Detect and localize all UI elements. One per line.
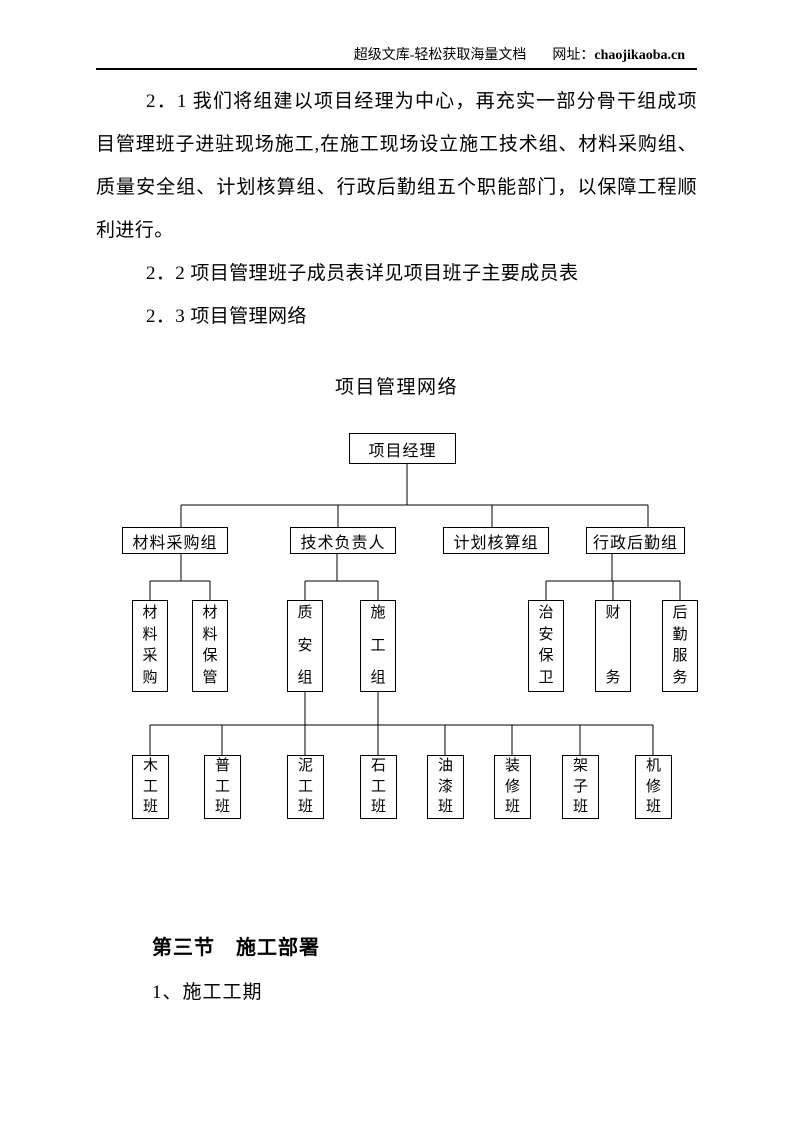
org-box-material-purchase: 材料采购 [132,600,168,692]
paragraph-2-1-line-2: 目管理班子进驻现场施工,在施工现场设立施工技术组、材料采购组、 [96,134,697,155]
header-rule [96,68,697,70]
header-url-text: chaojikaoba.cn [594,48,685,63]
paragraph-2-1-line-3: 质量安全组、计划核算组、行政后勤组五个职能部门，以保障工程顺 [96,177,697,198]
paragraph-2-2: 2．2 项目管理班子成员表详见项目班子主要成员表 [146,263,579,284]
paragraph-2-1-line-1: 2．1 我们将组建以项目经理为中心，再充实一部分骨干组成项 [146,91,697,112]
org-box-carpentry-team: 木工班 [132,755,169,819]
org-box-material-storage: 材料保管 [192,600,228,692]
paragraph-2-1-line-4: 利进行。 [96,220,174,241]
page-header: 超级文库-轻松获取海量文档 网址：chaojikaoba.cn [96,44,697,64]
org-box-project-manager: 项目经理 [349,433,456,464]
org-box-quality-safety-group: 质安组 [287,600,323,692]
org-box-security-guard: 治安保卫 [528,600,564,692]
org-box-decoration-team: 装修班 [494,755,531,819]
org-box-painting-team: 油漆班 [427,755,464,819]
org-box-machine-repair-team: 机修班 [635,755,672,819]
header-brand-text: 超级文库-轻松获取海量文档 [353,48,527,63]
org-box-logistics-service: 后勤服务 [662,600,698,692]
org-box-technical-director: 技术负责人 [290,527,396,554]
org-box-admin-logistics-group: 行政后勤组 [586,527,685,554]
section-3-heading: 第三节 施工部署 [152,937,320,959]
org-box-masonry-team: 泥工班 [287,755,324,819]
org-box-stone-team: 石工班 [360,755,397,819]
paragraph-2-3: 2．3 项目管理网络 [146,306,307,327]
org-box-scaffolding-team: 架子班 [562,755,599,819]
org-box-construction-group: 施工组 [360,600,396,692]
org-box-planning-accounting-group: 计划核算组 [443,527,549,554]
org-box-finance: 财务 [595,600,631,692]
org-box-material-purchasing-group: 材料采购组 [122,527,228,554]
org-chart-title: 项目管理网络 [334,377,458,398]
section-3-item-1: 1、施工工期 [152,982,263,1003]
org-box-general-labor-team: 普工班 [204,755,241,819]
header-url-label: 网址： [552,48,595,63]
